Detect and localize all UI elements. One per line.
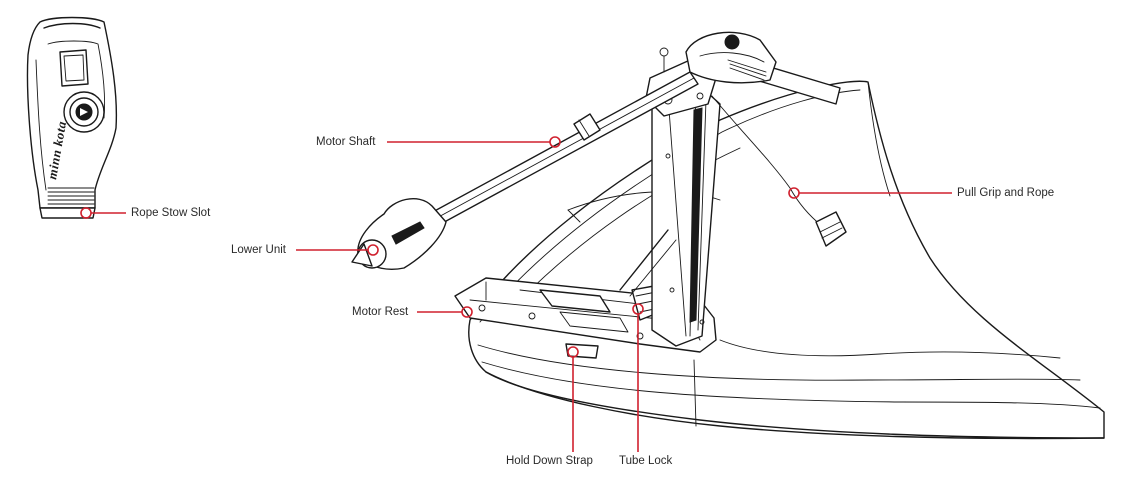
label-hold-down-strap: Hold Down Strap xyxy=(506,455,593,467)
pull-grip-and-rope xyxy=(711,95,847,247)
callout-leaders xyxy=(80,136,952,452)
label-pull-grip-and-rope: Pull Grip and Rope xyxy=(957,187,1055,199)
leader-dot-lower-unit xyxy=(367,244,379,256)
boat-hull xyxy=(468,80,1105,440)
mount-bracket xyxy=(454,47,721,359)
leader-dot-motor-rest xyxy=(461,306,473,318)
label-rope-stow-slot: Rope Stow Slot xyxy=(131,207,211,219)
label-lower-unit: Lower Unit xyxy=(231,244,286,256)
motor-shaft xyxy=(417,71,699,233)
leader-dot-pull-grip-and-rope xyxy=(788,187,800,199)
label-motor-rest: Motor Rest xyxy=(352,306,409,318)
lower-unit xyxy=(351,197,447,270)
leader-dot-rope-stow-slot xyxy=(80,207,92,219)
label-motor-shaft: Motor Shaft xyxy=(316,136,376,148)
leader-dot-motor-shaft xyxy=(549,136,561,148)
leader-dot-tube-lock xyxy=(632,303,644,315)
leader-dot-hold-down-strap xyxy=(567,346,579,358)
handle-illustration xyxy=(26,16,118,219)
tiller-head xyxy=(685,31,841,105)
label-tube-lock: Tube Lock xyxy=(619,455,673,467)
